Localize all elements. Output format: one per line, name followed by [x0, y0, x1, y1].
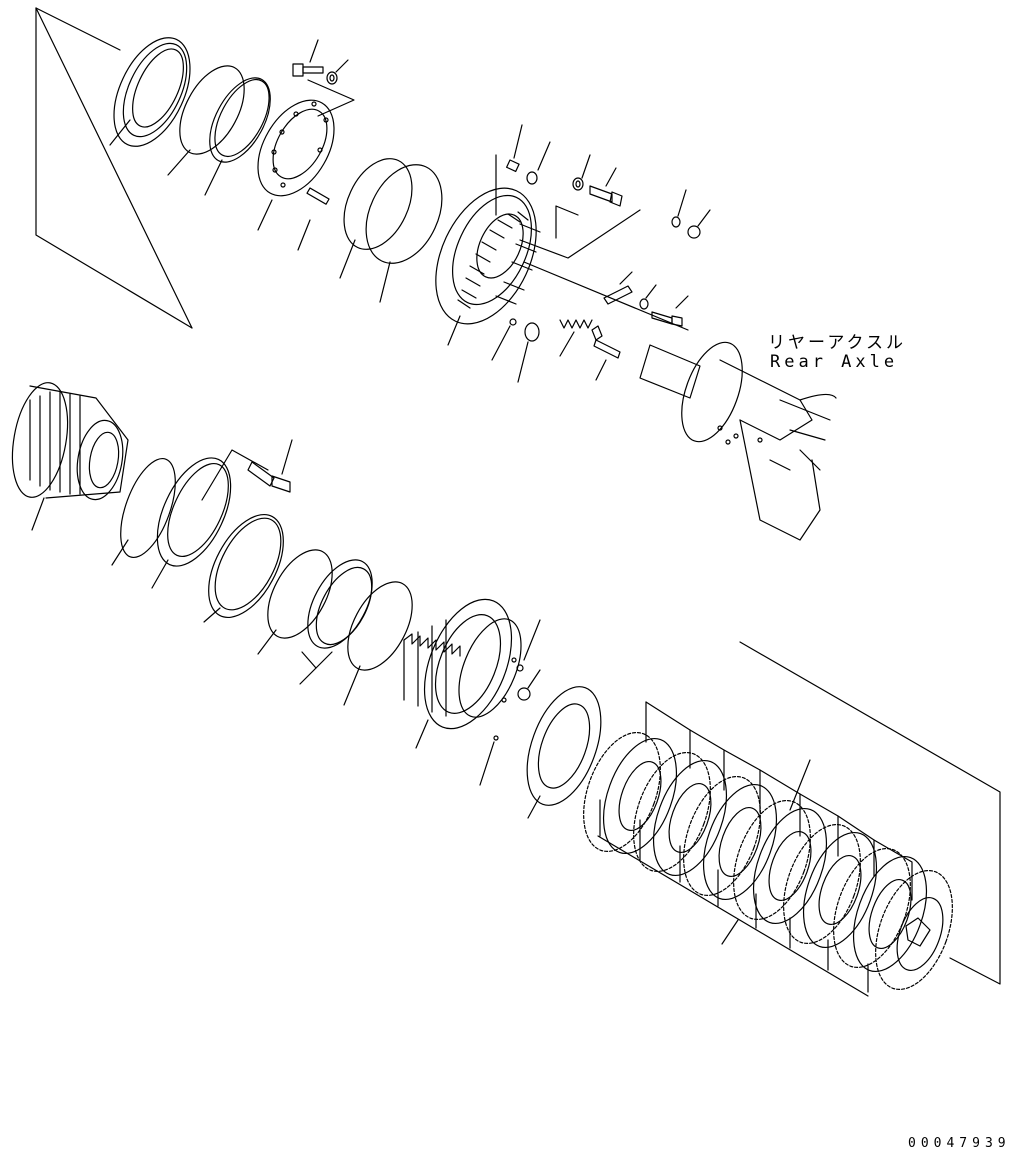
- ball: [491, 318, 517, 361]
- washer-right: [639, 284, 657, 310]
- friction-disc: [583, 731, 678, 855]
- rear-axle-label-japanese: リヤーアクスル: [768, 333, 906, 353]
- seal-housing: [151, 457, 232, 589]
- end-plate: [875, 869, 953, 991]
- drawing-number: 00047939: [908, 1136, 1011, 1151]
- upper-group-frame: [35, 7, 193, 329]
- upper-group-frame-left: [35, 7, 193, 329]
- brake-disc-stack: [583, 731, 953, 991]
- bleeder-screw: [506, 124, 523, 173]
- wheel-hub: [11, 382, 129, 531]
- plug-small: [671, 189, 687, 228]
- o-ring-4: [365, 164, 443, 303]
- steel-plate-3: [833, 847, 928, 973]
- o-ring-3: [339, 158, 413, 279]
- disc-pack-frame: [739, 641, 1001, 985]
- ring-lower-1: [203, 513, 284, 623]
- dowel-pin: [297, 187, 330, 251]
- o-ring-2: [204, 77, 271, 196]
- seal-ring: [109, 37, 191, 147]
- retainer-plate: [257, 99, 335, 231]
- brake-piston: [435, 187, 541, 346]
- leader-right: [523, 261, 689, 331]
- hub-plug: [517, 669, 541, 701]
- steel-plate: [633, 751, 728, 877]
- spring-plug: [517, 322, 540, 383]
- upper-frame-top: [35, 7, 121, 51]
- washer-mid: [572, 154, 591, 191]
- splined-hub: [403, 598, 522, 749]
- bolt-mid: [555, 167, 623, 239]
- lock-key: [603, 271, 633, 305]
- washer-upper: [307, 59, 355, 117]
- check-ball: [516, 619, 541, 672]
- rear-axle-housing: [639, 341, 837, 541]
- spring: [559, 319, 593, 357]
- hub-bolt: [201, 439, 293, 501]
- steel-plate-2: [733, 799, 828, 925]
- small-pin: [479, 735, 499, 786]
- friction-disc-3: [783, 823, 878, 949]
- ring-lower-3: [299, 559, 373, 685]
- snap-ring-1: [111, 457, 176, 566]
- ring-lower-2: [257, 549, 333, 655]
- disc-pack-leaders: [599, 701, 913, 993]
- disc-pack-frame-bottom: [597, 835, 869, 997]
- bolt-right: [651, 295, 689, 327]
- ring-lower-4: [343, 581, 413, 706]
- thrust-washer: [526, 686, 602, 819]
- bleeder-cap: [495, 141, 551, 216]
- plug-cap: [519, 209, 711, 259]
- bolt-upper: [292, 39, 324, 77]
- adjuster-pin: [591, 325, 621, 381]
- rear-axle-label-english: Rear Axle: [770, 352, 899, 372]
- o-ring-1: [167, 65, 245, 176]
- friction-disc-2: [683, 775, 778, 901]
